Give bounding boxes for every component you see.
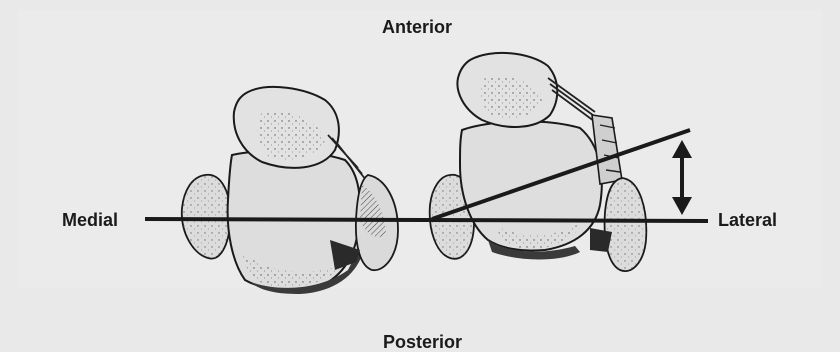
angle-double-arrow bbox=[672, 140, 692, 215]
label-lateral: Lateral bbox=[718, 210, 777, 231]
label-posterior: Posterior bbox=[383, 332, 462, 352]
label-medial: Medial bbox=[62, 210, 118, 231]
left-specimen bbox=[182, 87, 398, 294]
label-anterior: Anterior bbox=[382, 17, 452, 38]
reference-line bbox=[145, 219, 708, 221]
right-specimen bbox=[430, 53, 647, 271]
